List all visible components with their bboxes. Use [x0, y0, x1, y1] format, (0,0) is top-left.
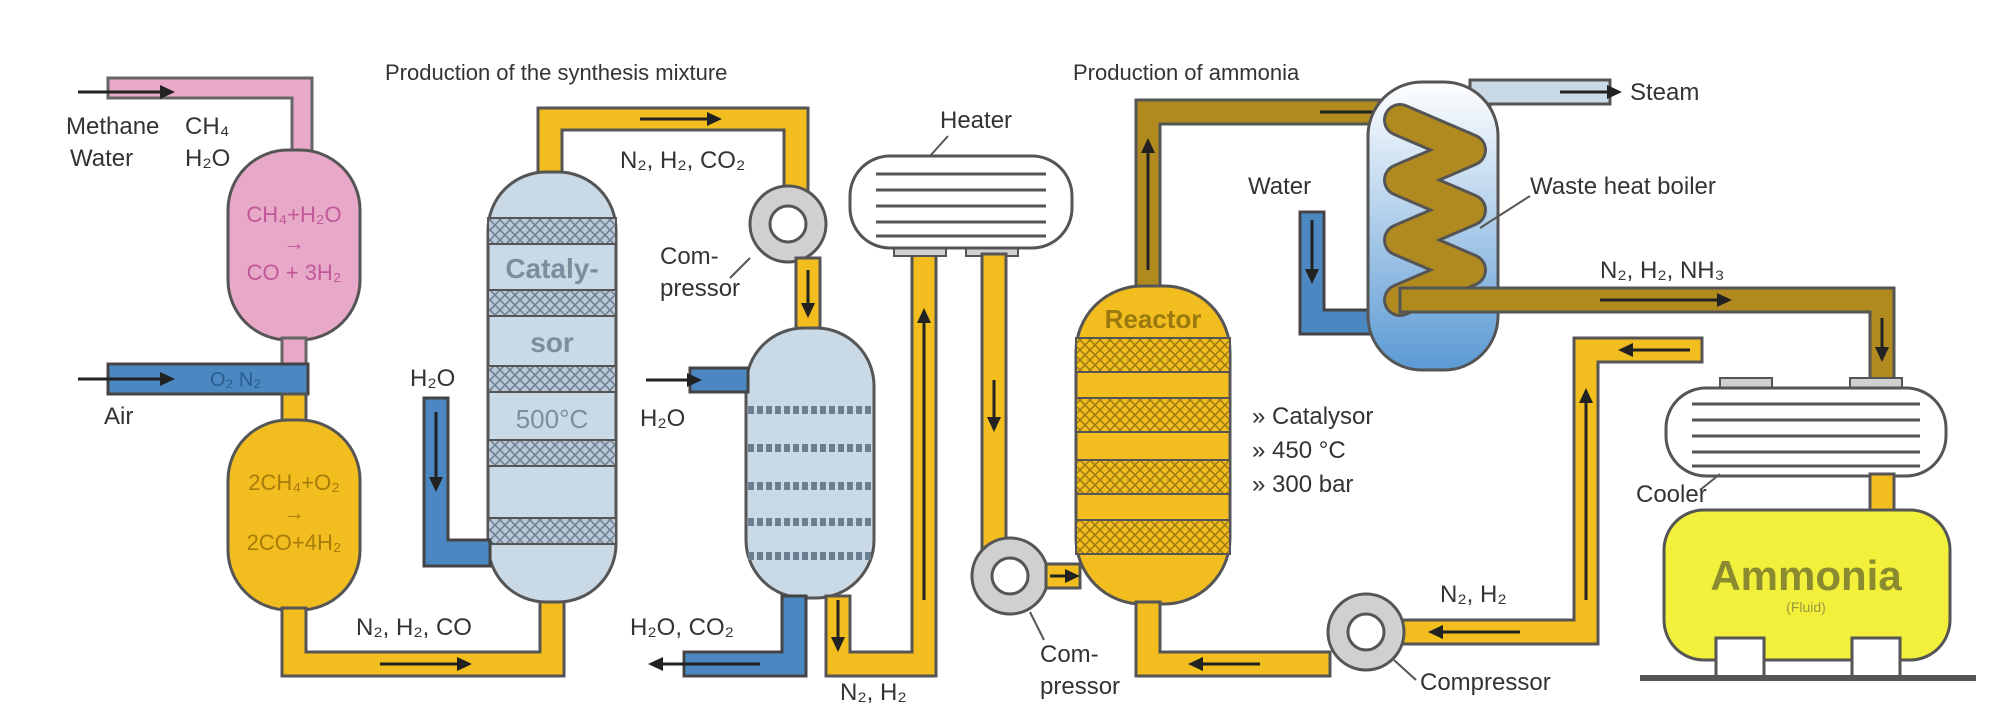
pipe-heater-to-compressor — [980, 252, 1008, 556]
section-title-ammonia: Production of ammonia — [1073, 60, 1300, 85]
reactor-condition-3: » 300 bar — [1252, 471, 1353, 498]
heater-label: Heater — [940, 107, 1012, 134]
steam-reformer-vessel — [226, 148, 362, 366]
stream-n2-h2-bottom: N₂, H₂ — [840, 679, 907, 706]
compressor-1-label-b: pressor — [660, 275, 740, 302]
air-inlet-pipe — [78, 362, 310, 396]
waste-heat-boiler-label: Waste heat boiler — [1530, 173, 1716, 200]
waste-heat-boiler — [1366, 80, 1531, 372]
stream-n2-h2-co: N₂, H₂, CO — [356, 614, 472, 641]
oxidation-equation-1: 2CH₄+O₂ — [248, 470, 340, 495]
catalysor-label-2: sor — [530, 327, 574, 358]
cooler — [1664, 377, 1948, 516]
h2o-inlet-scrubber — [646, 366, 750, 394]
oxidation-equation-2: 2CO+4H₂ — [247, 530, 342, 555]
stream-h2o-co2: H₂O, CO₂ — [630, 614, 734, 641]
heater — [848, 135, 1074, 257]
water-input-label: Water — [70, 145, 133, 172]
compressor-1-label-a: Com- — [660, 243, 719, 270]
reactor-condition-1: » Catalysor — [1252, 403, 1373, 430]
return-pipe-to-reactor — [1134, 600, 1332, 678]
compressor-3-label: Compressor — [1420, 669, 1551, 696]
reactor-condition-2: » 450 °C — [1252, 437, 1346, 464]
h2o-co2-outlet — [648, 594, 808, 678]
methane-label: Methane — [66, 113, 159, 140]
stream-h2o-left: H₂O — [410, 365, 455, 392]
oxidation-arrow: → — [283, 500, 305, 525]
reformer-arrow: → — [283, 230, 305, 255]
stream-n2-h2-nh3: N₂, H₂, NH₃ — [1600, 257, 1724, 284]
reformer-equation-2: CO + 3H₂ — [247, 260, 342, 285]
catalysor-column — [486, 170, 618, 604]
pipe-compressor-to-scrubber — [794, 256, 822, 332]
co2-scrubber-column — [744, 326, 876, 600]
compressor-2-label-a: Com- — [1040, 641, 1099, 668]
water-input-formula: H₂O — [185, 145, 230, 172]
stream-h2o-right: H₂O — [640, 405, 685, 432]
stream-n2-h2-return: N₂, H₂ — [1440, 581, 1507, 608]
steam-outlet-pipe — [1468, 78, 1622, 106]
section-title-synthesis: Production of the synthesis mixture — [385, 60, 727, 85]
ammonia-tank — [1640, 508, 1976, 681]
ammonia-label: Ammonia — [1710, 552, 1902, 599]
catalysor-label-1: Cataly- — [505, 253, 598, 284]
water-boiler-label: Water — [1248, 173, 1311, 200]
stream-steam: Steam — [1630, 79, 1699, 106]
methane-formula: CH₄ — [185, 113, 229, 140]
compressor-3 — [1326, 336, 1704, 681]
compressor-2 — [970, 536, 1082, 641]
cooler-label: Cooler — [1636, 481, 1707, 508]
h2o-inlet-catalysor — [422, 396, 492, 568]
reactor-label: Reactor — [1105, 304, 1202, 334]
compressor-1 — [729, 184, 828, 279]
catalysor-temperature: 500°C — [516, 404, 589, 434]
reformer-equation-1: CH₄+H₂O — [246, 202, 341, 227]
air-label: Air — [104, 403, 133, 430]
air-formula: O₂ N₂ — [210, 369, 261, 391]
reactor-vessel — [1074, 284, 1232, 606]
ammonia-sub-label: (Fluid) — [1786, 599, 1826, 615]
stream-n2-h2-co2: N₂, H₂, CO₂ — [620, 147, 745, 174]
compressor-2-label-b: pressor — [1040, 673, 1120, 700]
